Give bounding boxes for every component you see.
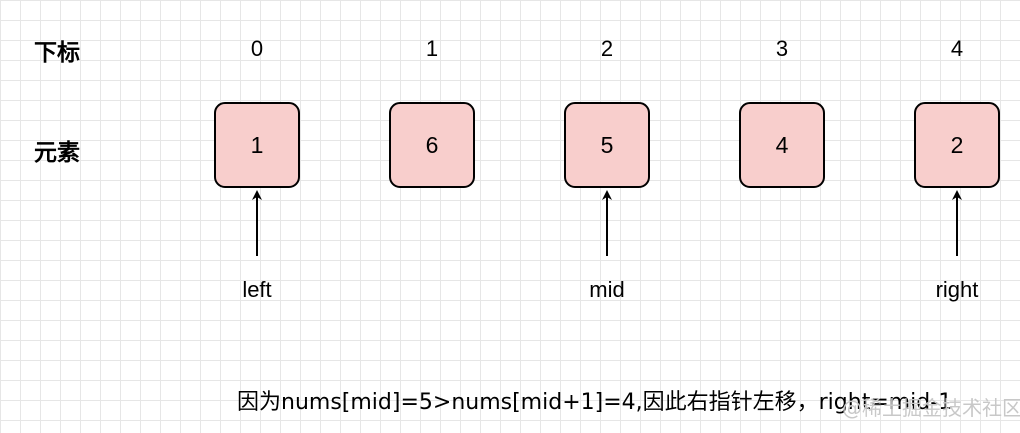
index-label: 4 bbox=[950, 36, 964, 61]
array-cell: 4 bbox=[739, 102, 825, 188]
array-cell: 5 bbox=[564, 102, 650, 188]
index-row-label: 下标 bbox=[34, 40, 80, 66]
index-label: 0 bbox=[250, 36, 264, 61]
array-cell: 2 bbox=[914, 102, 1000, 188]
index-label: 1 bbox=[425, 36, 439, 61]
array-cell: 1 bbox=[214, 102, 300, 188]
mid-pointer-label: mid bbox=[589, 277, 625, 302]
watermark: @稀土掘金技术社区 bbox=[842, 396, 1020, 420]
explanation-caption: 因为nums[mid]=5>nums[mid+1]=4,因此右指针左移，righ… bbox=[237, 390, 953, 415]
array-cell: 6 bbox=[389, 102, 475, 188]
left-pointer-label: left bbox=[242, 277, 272, 302]
index-label: 2 bbox=[600, 36, 614, 61]
element-row-label: 元素 bbox=[34, 140, 80, 166]
index-label: 3 bbox=[775, 36, 789, 61]
right-pointer-label: right bbox=[935, 277, 979, 302]
